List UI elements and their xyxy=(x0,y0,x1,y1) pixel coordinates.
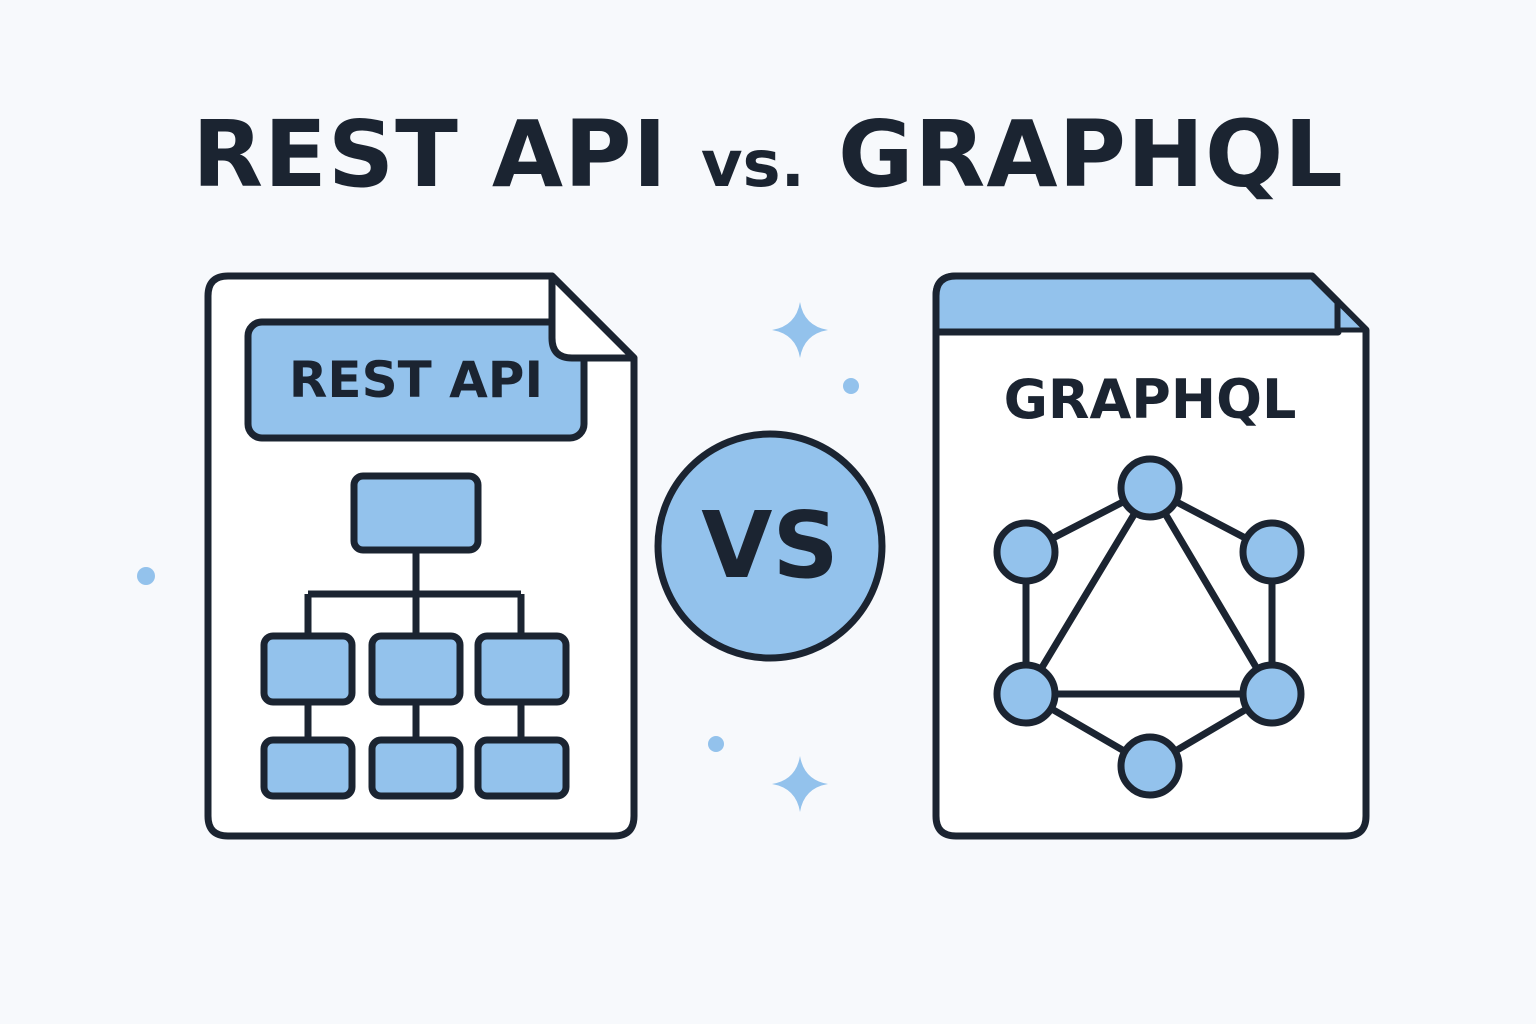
graphql-card-header-bar xyxy=(932,272,1342,336)
tree-node-level1-right xyxy=(474,632,570,706)
rest-card-fold xyxy=(548,272,638,362)
graph-node-lower-right xyxy=(1239,661,1305,727)
tree-node-level1-left xyxy=(260,632,356,706)
graphql-card-fold xyxy=(1335,299,1369,333)
rest-label-badge xyxy=(244,318,588,442)
tree-node-level2-right xyxy=(474,736,570,800)
sparkle-icon-bottom xyxy=(772,756,828,812)
title-graphql: GRAPHQL xyxy=(837,101,1344,208)
graphql-card xyxy=(932,272,1370,840)
rest-hierarchy-tree xyxy=(304,550,525,742)
sparkle-icon-top xyxy=(772,302,828,358)
graphql-card-label: GRAPHQL xyxy=(1003,368,1297,431)
vs-badge-circle xyxy=(654,430,886,662)
rest-card xyxy=(204,272,638,840)
graph-node-top xyxy=(1117,455,1183,521)
title-vs: vs. xyxy=(700,128,805,202)
page-title: REST API vs. GRAPHQL xyxy=(0,100,1536,220)
tree-node-level1-center xyxy=(368,632,464,706)
graph-node-bottom xyxy=(1117,733,1183,799)
dot-decoration-3 xyxy=(708,736,724,752)
graphql-logo-icon xyxy=(993,455,1305,799)
graph-node-lower-left xyxy=(993,661,1059,727)
rest-card-label: REST API xyxy=(288,351,544,409)
dot-decoration-1 xyxy=(843,378,859,394)
tree-node-level2-center xyxy=(368,736,464,800)
tree-node-level2-left xyxy=(260,736,356,800)
vs-badge-label: VS xyxy=(701,492,839,599)
graph-node-upper-right xyxy=(1239,519,1305,585)
title-rest: REST API xyxy=(192,101,668,208)
graph-node-upper-left xyxy=(993,519,1059,585)
dot-decoration-2 xyxy=(137,567,155,585)
tree-node-root xyxy=(350,472,482,554)
